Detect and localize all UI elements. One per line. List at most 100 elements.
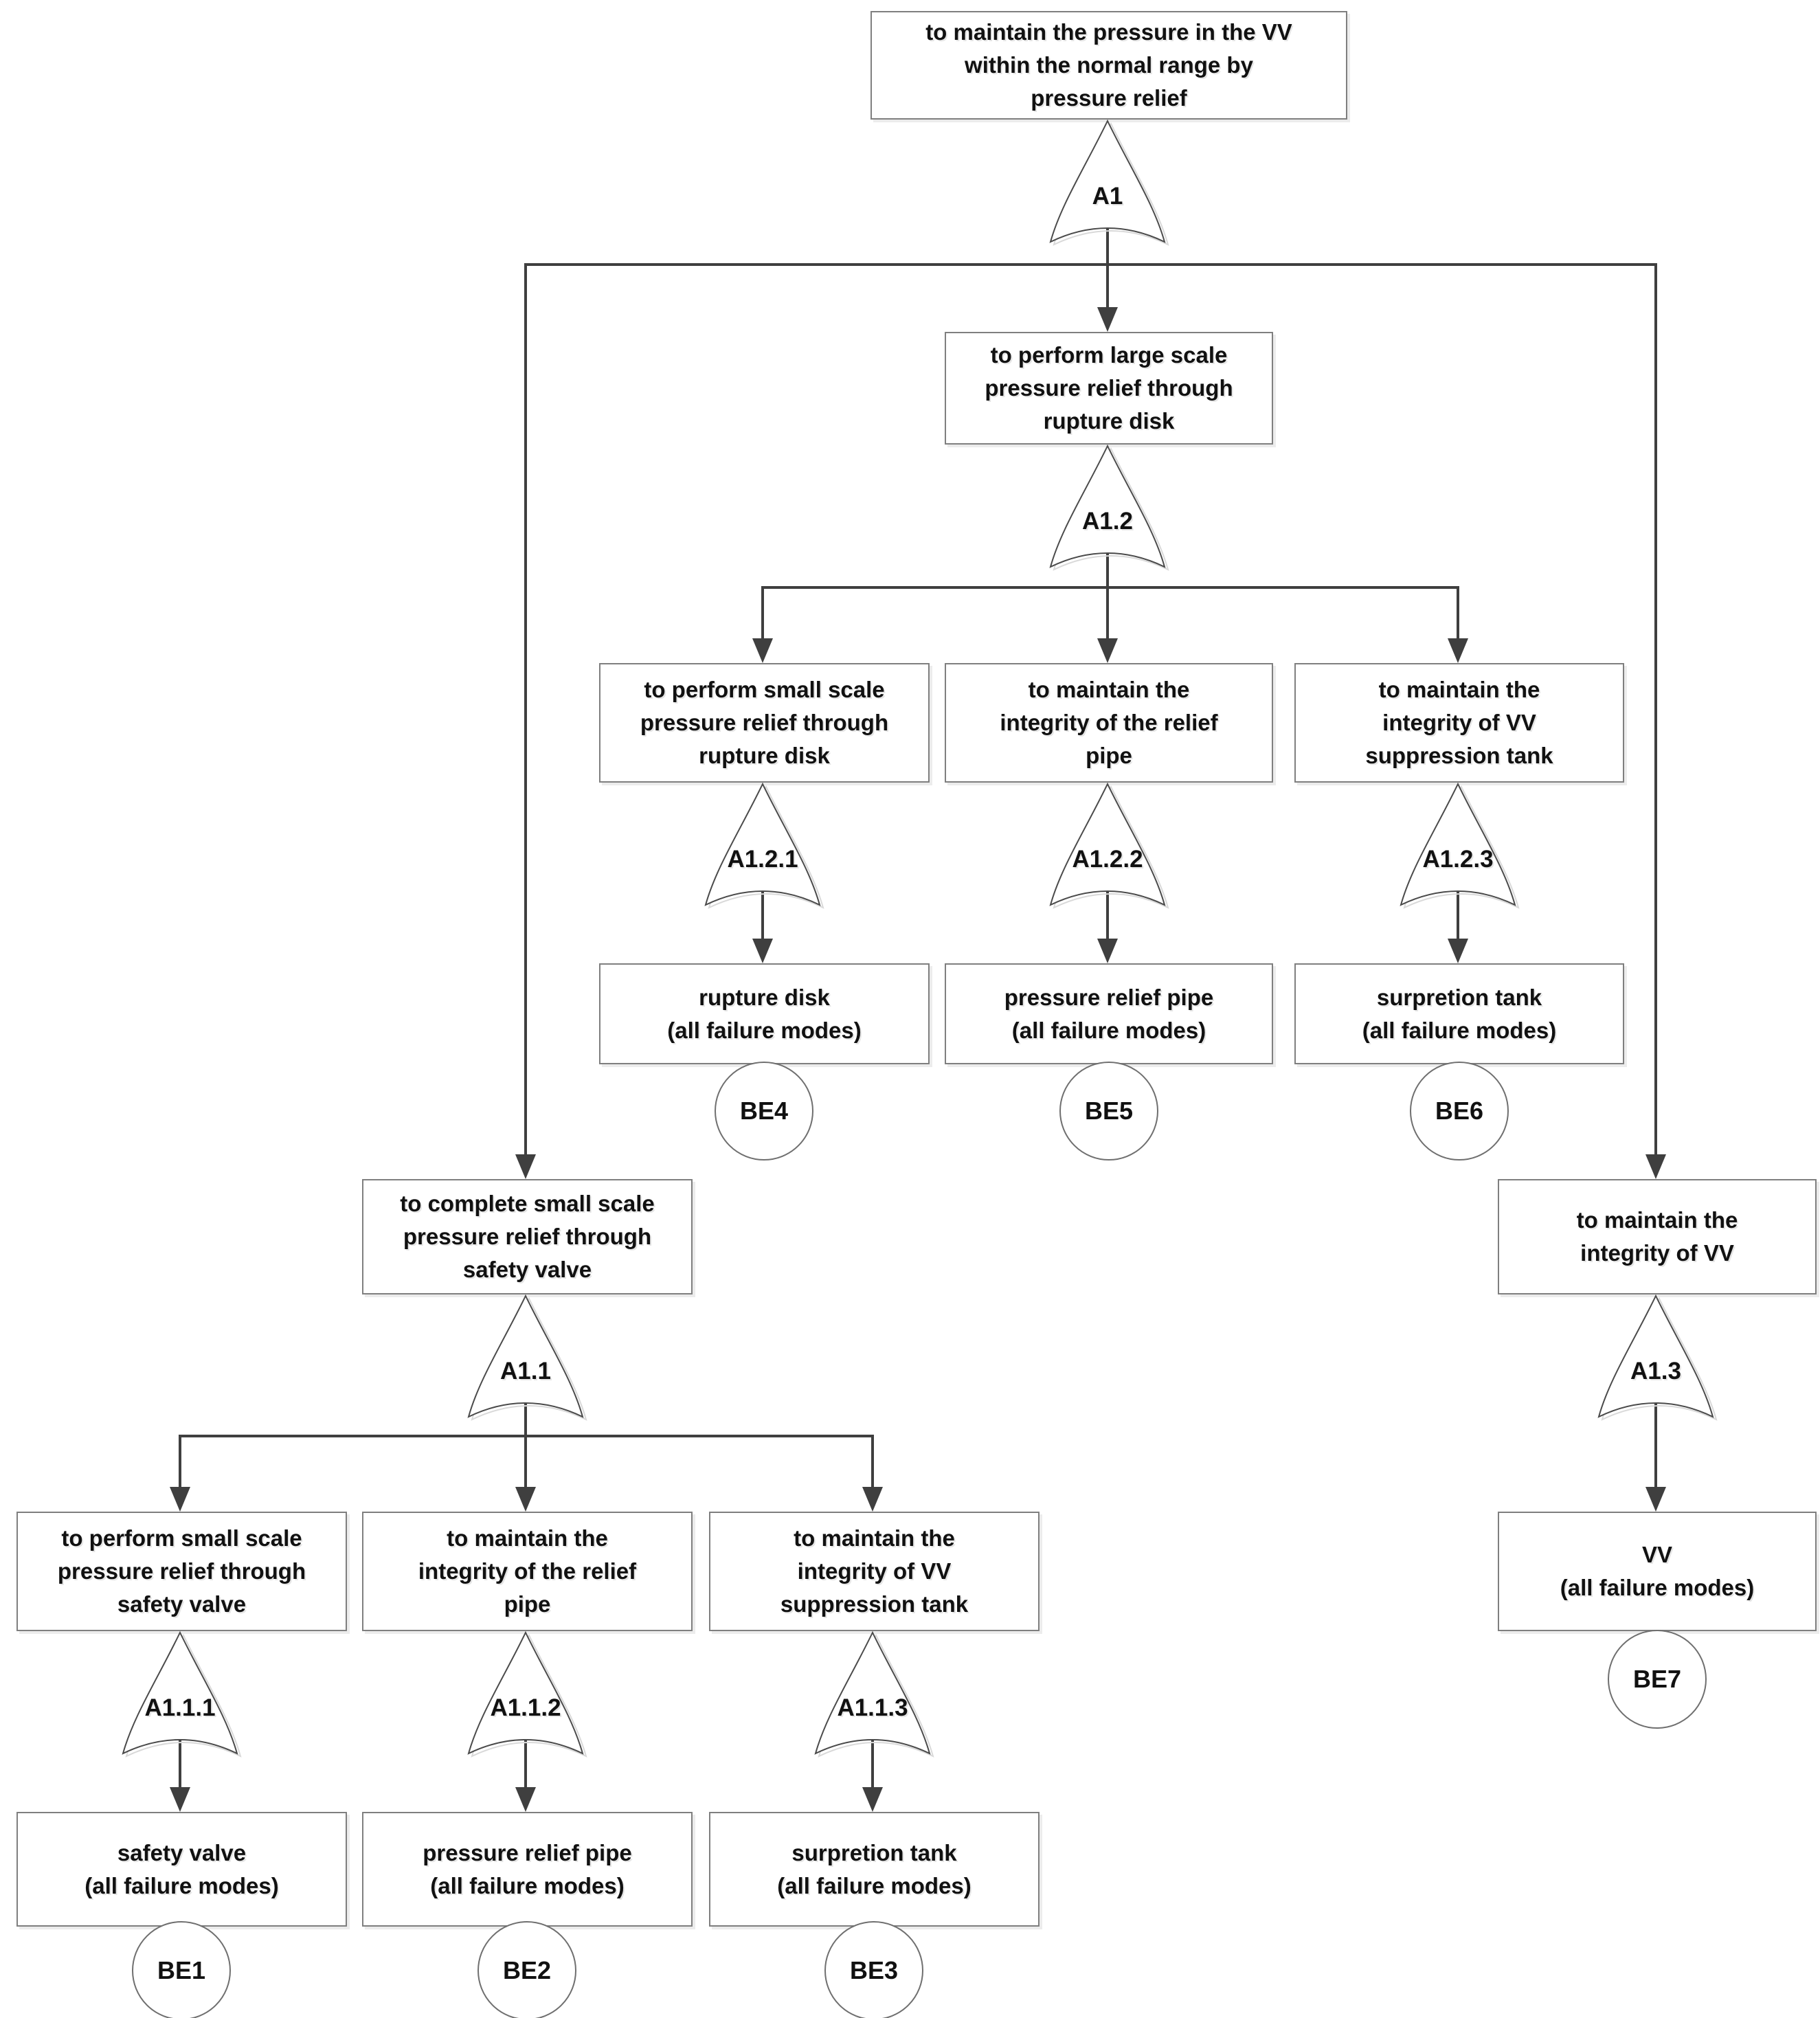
gate-label: A1.2 (1082, 508, 1133, 535)
leaf-text: (all failure modes) (1011, 1017, 1206, 1043)
goal-text: to maintain the (447, 1525, 608, 1551)
goal-text: safety valve (117, 1591, 247, 1617)
goal-text: pipe (1086, 743, 1132, 768)
goal-text: pressure relief through (403, 1224, 652, 1249)
gate-label: A1.1 (500, 1358, 551, 1384)
goal-text: integrity of VV (1580, 1240, 1734, 1266)
goal-text: rupture disk (699, 743, 830, 768)
leaf-text: pressure relief pipe (423, 1839, 632, 1865)
goal-text: integrity of VV (797, 1558, 952, 1584)
or-gate-a121: A1.2.1 (701, 780, 824, 914)
or-gate-a13: A1.3 (1594, 1292, 1718, 1426)
leaf-box-relief-pipe-mid: pressure relief pipe (all failure modes) (945, 963, 1273, 1064)
basic-event-label: BE7 (1632, 1665, 1682, 1693)
or-gate-a112: A1.1.2 (464, 1628, 587, 1762)
or-gate-icon (1049, 782, 1169, 909)
goal-text: rupture disk (1043, 408, 1175, 434)
leaf-text: (all failure modes) (777, 1872, 971, 1898)
gate-label: A1 (1092, 183, 1123, 210)
or-gate-icon (1597, 1294, 1718, 1421)
goal-box-a112: to maintain the integrity of the relief … (362, 1512, 693, 1631)
or-gate-a123: A1.2.3 (1396, 780, 1520, 914)
goal-text: integrity of the relief (1000, 710, 1218, 735)
goal-text: safety valve (462, 1257, 592, 1282)
leaf-box-safety-valve: safety valve (all failure modes) (16, 1812, 347, 1927)
goal-text: pressure relief through (640, 710, 889, 735)
goal-text: to maintain the pressure in the VV (925, 19, 1292, 45)
basic-event-be7: BE7 (1608, 1630, 1707, 1729)
goal-text: suppression tank (1365, 743, 1553, 768)
goal-text: pressure relief through (57, 1558, 306, 1584)
goal-text: to perform large scale (990, 342, 1228, 368)
or-gate-a113: A1.1.3 (811, 1628, 934, 1762)
basic-event-label: BE2 (502, 1956, 552, 1984)
goal-text: pressure relief (1031, 85, 1187, 111)
goal-box-a13: to maintain the integrity of VV (1498, 1179, 1817, 1294)
goal-text: to maintain the (1028, 677, 1190, 702)
gate-label: A1.2.2 (1072, 846, 1143, 873)
leaf-text: (all failure modes) (1560, 1575, 1755, 1600)
leaf-text: rupture disk (699, 984, 830, 1010)
or-gate-icon (122, 1630, 242, 1758)
goal-box-a123: to maintain the integrity of VV suppress… (1294, 663, 1624, 783)
goal-text: to maintain the (1576, 1207, 1738, 1233)
arrowheads (170, 307, 1666, 1812)
basic-event-be2: BE2 (478, 1921, 576, 2018)
leaf-text: pressure relief pipe (1004, 984, 1214, 1010)
leaf-box-relief-pipe-left: pressure relief pipe (all failure modes) (362, 1812, 693, 1927)
or-gate-icon (1400, 782, 1520, 909)
goal-text: suppression tank (780, 1591, 969, 1617)
or-gate-icon (704, 782, 824, 909)
goal-text: within the normal range by (965, 52, 1253, 78)
goal-text: to maintain the (1378, 677, 1540, 702)
leaf-box-supp-tank-left: surpretion tank (all failure modes) (709, 1812, 1040, 1927)
basic-event-label: BE5 (1084, 1097, 1134, 1125)
leaf-text: surpretion tank (1376, 984, 1542, 1010)
basic-event-be4: BE4 (715, 1062, 813, 1161)
goal-text: to complete small scale (400, 1191, 655, 1216)
gate-label: A1.2.3 (1422, 846, 1494, 873)
goal-box-a113: to maintain the integrity of VV suppress… (709, 1512, 1040, 1631)
basic-event-be5: BE5 (1059, 1062, 1158, 1161)
basic-event-label: BE3 (849, 1956, 899, 1984)
goal-text: integrity of the relief (418, 1558, 637, 1584)
leaf-text: safety valve (117, 1839, 247, 1865)
gate-label: A1.1.1 (144, 1694, 216, 1721)
goal-text: to perform small scale (61, 1525, 302, 1551)
goal-text: pipe (504, 1591, 551, 1617)
goal-text: pressure relief through (985, 375, 1233, 401)
or-gate-icon (1049, 119, 1169, 246)
gate-label: A1.3 (1630, 1358, 1681, 1384)
goal-box-a121: to perform small scale pressure relief t… (599, 663, 930, 783)
leaf-box-vv: VV (all failure modes) (1498, 1512, 1817, 1631)
goal-box-a122: to maintain the integrity of the relief … (945, 663, 1273, 783)
leaf-box-rupture-disk: rupture disk (all failure modes) (599, 963, 930, 1064)
leaf-text: (all failure modes) (667, 1017, 862, 1043)
basic-event-label: BE4 (739, 1097, 789, 1125)
or-gate-icon (814, 1630, 934, 1758)
or-gate-a11: A1.1 (464, 1292, 587, 1426)
goal-text: to perform small scale (644, 677, 885, 702)
leaf-text: (all failure modes) (430, 1872, 625, 1898)
or-gate-a1: A1 (1046, 117, 1169, 251)
leaf-text: VV (1641, 1542, 1673, 1567)
goal-box-a11: to complete small scale pressure relief … (362, 1179, 693, 1294)
leaf-text: (all failure modes) (1362, 1017, 1557, 1043)
basic-event-label: BE6 (1435, 1097, 1484, 1125)
or-gate-a111: A1.1.1 (118, 1628, 242, 1762)
leaf-text: surpretion tank (791, 1839, 957, 1865)
or-gate-a122: A1.2.2 (1046, 780, 1169, 914)
basic-event-label: BE1 (157, 1956, 206, 1984)
basic-event-be6: BE6 (1410, 1062, 1509, 1161)
or-gate-a12: A1.2 (1046, 442, 1169, 576)
or-gate-icon (1049, 444, 1169, 571)
goal-box-a12: to perform large scale pressure relief t… (945, 332, 1273, 445)
gate-label: A1.1.2 (490, 1694, 561, 1721)
basic-event-be3: BE3 (824, 1921, 923, 2018)
leaf-text: (all failure modes) (85, 1872, 279, 1898)
goal-text: integrity of VV (1382, 710, 1536, 735)
goal-box-a111: to perform small scale pressure relief t… (16, 1512, 347, 1631)
goal-text: to maintain the (794, 1525, 955, 1551)
